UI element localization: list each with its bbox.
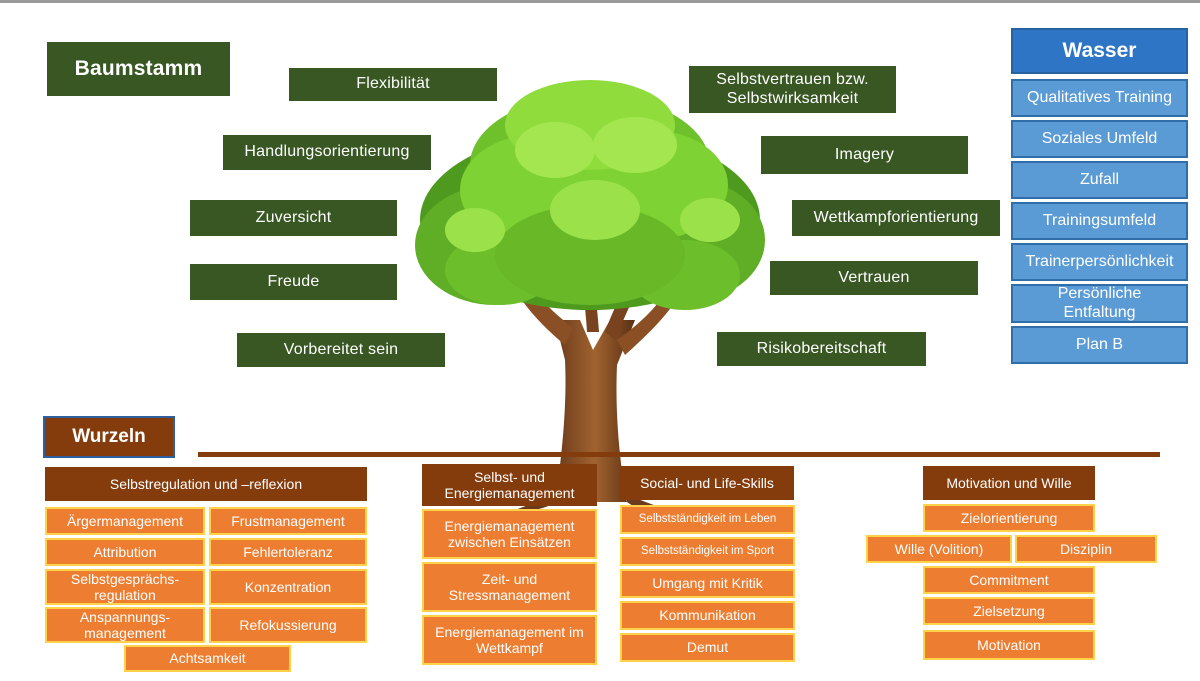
- trunk-item-joy: Freude: [190, 264, 397, 300]
- roots-group-heading-social-life-skills: Social- und Life-Skills: [620, 466, 794, 500]
- roots-item-volition: Wille (Volition): [866, 535, 1012, 563]
- roots-item-refocusing: Refokussierung: [209, 607, 367, 643]
- trunk-item-competition-orientation: Wettkampforientierung: [792, 200, 1000, 236]
- roots-item-handling-criticism: Umgang mit Kritik: [620, 569, 795, 598]
- roots-group-heading-motivation-will: Motivation und Wille: [923, 466, 1095, 500]
- water-title: Wasser: [1011, 28, 1188, 74]
- water-item-coach-personality: Trainerpersönlichkeit: [1011, 243, 1188, 281]
- trunk-item-trust: Vertrauen: [770, 261, 978, 295]
- trunk-item-confidence: Zuversicht: [190, 200, 397, 236]
- roots-item-goal-orientation: Zielorientierung: [923, 504, 1095, 532]
- water-item-training-environment: Trainingsumfeld: [1011, 202, 1188, 240]
- water-item-plan-b: Plan B: [1011, 326, 1188, 364]
- roots-item-goal-setting: Zielsetzung: [923, 597, 1095, 625]
- roots-item-motivation: Motivation: [923, 630, 1095, 660]
- roots-item-concentration: Konzentration: [209, 569, 367, 605]
- roots-item-humility: Demut: [620, 633, 795, 662]
- roots-title: Wurzeln: [43, 416, 175, 458]
- roots-item-independence-life: Selbstständigkeit im Leben: [620, 505, 795, 534]
- roots-item-tension-management: Anspannungs-management: [45, 607, 205, 643]
- roots-item-communication: Kommunikation: [620, 601, 795, 630]
- roots-group-heading-energy-management: Selbst- und Energiemanagement: [422, 464, 597, 506]
- roots-item-error-tolerance: Fehlertoleranz: [209, 538, 367, 566]
- roots-group-heading-self-regulation: Selbstregulation und –reflexion: [45, 467, 367, 501]
- water-item-personal-development: Persönliche Entfaltung: [1011, 284, 1188, 323]
- roots-item-mindfulness: Achtsamkeit: [124, 645, 291, 672]
- roots-item-commitment: Commitment: [923, 566, 1095, 594]
- roots-item-energy-in-competition: Energiemanagement im Wettkampf: [422, 615, 597, 665]
- water-item-social-environment: Soziales Umfeld: [1011, 120, 1188, 158]
- trunk-item-being-prepared: Vorbereitet sein: [237, 333, 445, 367]
- roots-item-energy-between-efforts: Energiemanagement zwischen Einsätzen: [422, 509, 597, 559]
- trunk-item-action-orientation: Handlungsorientierung: [223, 135, 431, 170]
- roots-item-discipline: Disziplin: [1015, 535, 1157, 563]
- water-item-qualitative-training: Qualitatives Training: [1011, 79, 1188, 117]
- roots-item-independence-sport: Selbstständigkeit im Sport: [620, 537, 795, 566]
- roots-item-self-talk-regulation: Selbstgesprächs-regulation: [45, 569, 205, 605]
- trunk-title: Baumstamm: [47, 42, 230, 96]
- ground-line: [198, 452, 1160, 457]
- roots-item-anger-management: Ärgermanagement: [45, 507, 205, 535]
- roots-item-time-stress-management: Zeit- und Stressmanagement: [422, 562, 597, 612]
- tree-illustration: [415, 80, 765, 510]
- trunk-item-self-confidence: Selbstvertrauen bzw. Selbstwirksamkeit: [689, 66, 896, 113]
- trunk-item-flexibility: Flexibilität: [289, 68, 497, 101]
- roots-item-frustration-management: Frustmanagement: [209, 507, 367, 535]
- water-item-chance: Zufall: [1011, 161, 1188, 199]
- trunk-item-imagery: Imagery: [761, 136, 968, 174]
- trunk-item-risk-taking: Risikobereitschaft: [717, 332, 926, 366]
- tree-foliage: [415, 80, 765, 310]
- top-border-line: [0, 0, 1200, 3]
- roots-item-attribution: Attribution: [45, 538, 205, 566]
